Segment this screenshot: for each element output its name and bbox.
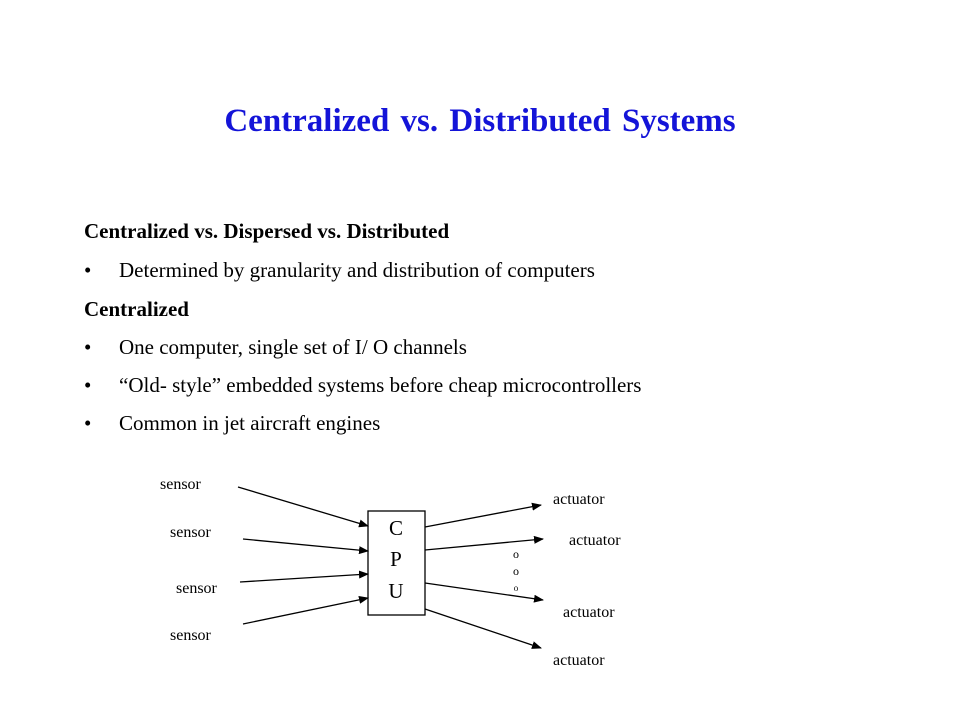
sensor-arrow xyxy=(239,570,369,583)
sensor-arrow xyxy=(237,486,369,528)
sensor-label: sensor xyxy=(160,476,202,493)
slide-title: Centralized vs. Distributed Systems xyxy=(224,103,736,139)
ellipsis-dot: o xyxy=(514,583,519,593)
bullet-marker: • xyxy=(84,258,92,282)
sensor-arrow xyxy=(242,595,369,625)
sensor-label: sensor xyxy=(170,524,212,541)
bullet-marker: • xyxy=(84,373,92,397)
actuator-label: actuator xyxy=(553,652,605,669)
bullet-marker: • xyxy=(84,411,92,435)
cpu-letter: U xyxy=(388,579,403,603)
actuator-label: actuator xyxy=(553,491,605,508)
actuator-label: actuator xyxy=(569,532,621,549)
bullet-text: Determined by granularity and distributi… xyxy=(119,258,595,282)
bullet-text: One computer, single set of I/ O channel… xyxy=(119,335,467,359)
sensor-label: sensor xyxy=(170,627,212,644)
ellipsis-dot: o xyxy=(513,564,519,578)
bullet-marker: • xyxy=(84,335,92,359)
ellipsis-dot: o xyxy=(513,547,519,561)
actuator-label: actuator xyxy=(563,604,615,621)
bullet-text: Common in jet aircraft engines xyxy=(119,411,381,435)
actuator-arrow xyxy=(424,502,542,528)
cpu-letter: P xyxy=(390,547,402,571)
cpu-letter: C xyxy=(389,516,403,540)
sensor-label: sensor xyxy=(176,580,218,597)
heading-centralized: Centralized xyxy=(84,297,189,321)
sensor-arrow xyxy=(242,538,369,555)
actuator-arrow xyxy=(424,582,544,603)
actuator-arrow xyxy=(424,608,542,649)
actuator-arrow xyxy=(424,535,544,551)
cpu-box xyxy=(367,510,426,616)
heading-comparison: Centralized vs. Dispersed vs. Distribute… xyxy=(84,219,450,243)
bullet-text: “Old- style” embedded systems before che… xyxy=(119,373,642,397)
